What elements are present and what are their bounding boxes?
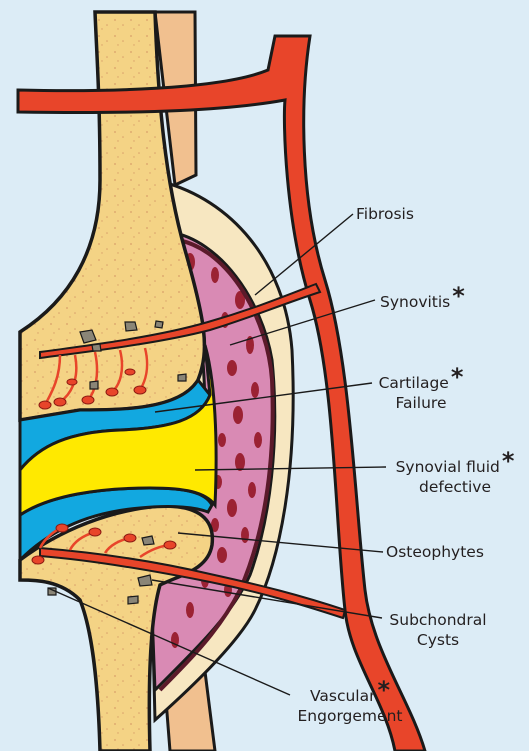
label-subchondral-cysts: Subchondral Cysts xyxy=(383,610,493,650)
label-subchondral-line2: Cysts xyxy=(417,631,459,649)
vascular-asterisk: * xyxy=(377,676,390,704)
label-osteophytes: Osteophytes xyxy=(386,542,484,562)
label-synovial-fluid: Synovial fluid* defective xyxy=(390,457,520,497)
label-vascular-engorgement: Vascular* Engorgement xyxy=(290,686,410,726)
label-fibrosis: Fibrosis xyxy=(356,204,414,224)
label-cartilage-line1: Cartilage xyxy=(379,374,449,392)
synovial-asterisk: * xyxy=(502,447,515,475)
label-synovitis: Synovitis* xyxy=(380,292,465,312)
label-fibrosis-text: Fibrosis xyxy=(356,205,414,223)
label-synovial-line2: defective xyxy=(419,478,491,496)
label-cartilage-line2: Failure xyxy=(396,394,447,412)
label-vascular-line2: Engorgement xyxy=(298,707,403,725)
label-synovitis-text: Synovitis xyxy=(380,293,450,311)
label-osteophytes-text: Osteophytes xyxy=(386,543,484,561)
label-synovial-line1: Synovial fluid xyxy=(396,458,500,476)
label-cartilage-failure: Cartilage* Failure xyxy=(376,373,466,413)
label-vascular-line1: Vascular xyxy=(310,687,376,705)
cartilage-asterisk: * xyxy=(451,363,464,391)
synovitis-asterisk: * xyxy=(452,282,465,310)
label-subchondral-line1: Subchondral xyxy=(389,611,486,629)
